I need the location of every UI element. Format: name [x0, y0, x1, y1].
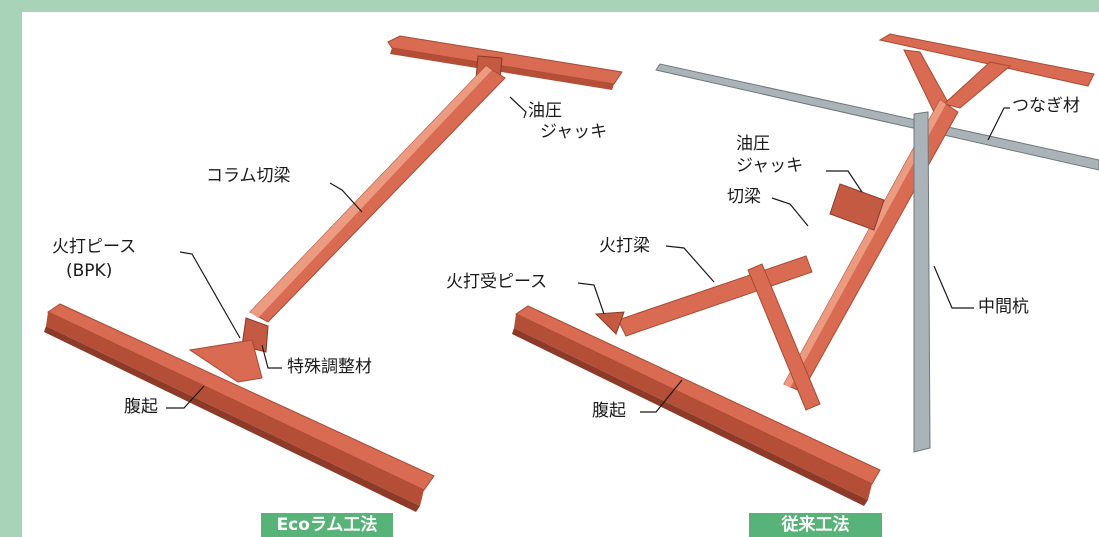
label-conv-jack-line1: 油圧 [736, 134, 770, 154]
eco-waler [46, 303, 435, 491]
conventional-structure [512, 33, 1099, 506]
label-conv-tie-member: つなぎ材 [1012, 96, 1080, 116]
leader-conv-pile [933, 265, 974, 309]
leader-lines [166, 96, 1010, 413]
leader-eco-column-beam [329, 182, 363, 213]
conv-jack [829, 183, 885, 231]
label-conv-intermediate-pile: 中間杭 [978, 297, 1029, 317]
leader-conv-receiver [577, 282, 605, 315]
leader-eco-adjuster [261, 344, 282, 369]
leader-conv-tie [987, 107, 1010, 141]
label-eco-special-adjuster: 特殊調整材 [287, 357, 372, 377]
badge-conventional-method: 従来工法 [749, 513, 882, 537]
label-conv-hiuchi-receiver: 火打受ピース [446, 272, 548, 292]
leader-conv-strut [771, 197, 809, 227]
label-conv-strut: 切梁 [727, 187, 761, 207]
leader-conv-hiuchi-beam [665, 245, 715, 283]
label-conv-hiuchi-beam: 火打梁 [599, 236, 650, 256]
label-eco-jack-line1: 油圧 [528, 101, 562, 121]
label-eco-jack-line2: ジャッキ [540, 122, 608, 142]
conv-tie-member [655, 63, 1099, 171]
leader-conv-waler [640, 379, 683, 413]
conv-intermediate-pile [913, 111, 931, 453]
label-eco-hiuchi-line2: (BPK) [66, 261, 113, 281]
leader-eco-hiuchi [179, 251, 241, 339]
eco-hiuchi-piece [188, 339, 263, 383]
eco-top-beam [387, 35, 623, 85]
leader-eco-jack [509, 96, 527, 119]
conv-hiuchi-receiver [594, 311, 625, 335]
leader-eco-waler [166, 385, 205, 409]
leader-conv-jack [826, 170, 863, 193]
label-eco-hiuchi-line1: 火打ピース [52, 237, 137, 257]
label-eco-waler: 腹起 [124, 397, 158, 417]
conv-brace-leg [747, 263, 821, 411]
eco-structure [44, 35, 623, 512]
badge-eco-method: Ecoラム工法 [261, 513, 393, 537]
label-conv-waler: 腹起 [592, 401, 626, 421]
label-eco-column-beam: コラム切梁 [206, 166, 291, 186]
conv-top-beam [878, 33, 1095, 87]
label-conv-jack-line2: ジャッキ [736, 156, 804, 176]
